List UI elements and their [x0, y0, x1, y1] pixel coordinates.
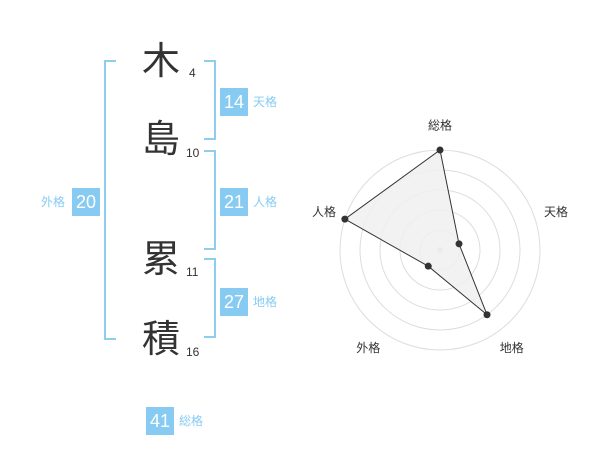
tenkaku-label: 天格 [253, 95, 278, 109]
stroke-count-3: 11 [186, 265, 199, 279]
gaikaku-value: 20 [72, 188, 100, 216]
name-char-3: 累 [142, 237, 181, 281]
gaikaku-bracket [104, 60, 116, 340]
chikaku-label: 地格 [253, 295, 278, 309]
stroke-count-2: 10 [186, 146, 200, 160]
radar-point-3 [424, 262, 432, 270]
radar-axis-label-3: 外格 [356, 340, 380, 355]
tenkaku-bracket [204, 60, 216, 140]
radar-point-2 [483, 311, 491, 319]
chikaku-value: 27 [220, 288, 248, 316]
radar-point-1 [455, 240, 463, 248]
name-char-2: 島 [142, 117, 181, 161]
gaikaku-label: 外格 [41, 195, 66, 209]
name-char-4: 積 [142, 317, 181, 361]
radar-point-0 [436, 146, 444, 154]
jinkaku-bracket [204, 150, 216, 250]
soukaku-value: 41 [146, 407, 174, 435]
jinkaku-label: 人格 [253, 195, 278, 209]
radar-axis-label-4: 人格 [312, 204, 336, 219]
radar-area [343, 149, 488, 316]
stroke-count-1: 4 [189, 66, 196, 80]
name-char-1: 木 [142, 39, 181, 83]
stroke-count-4: 16 [186, 345, 200, 359]
radar-axis-label-0: 総格 [428, 118, 452, 133]
jinkaku-value: 21 [220, 188, 248, 216]
radar-point-4 [341, 215, 349, 223]
chikaku-bracket [204, 258, 216, 338]
soukaku-label: 総格 [179, 414, 204, 428]
tenkaku-value: 14 [220, 88, 248, 116]
radar-axis-label-1: 天格 [544, 204, 568, 219]
radar-axis-label-2: 地格 [500, 340, 524, 355]
